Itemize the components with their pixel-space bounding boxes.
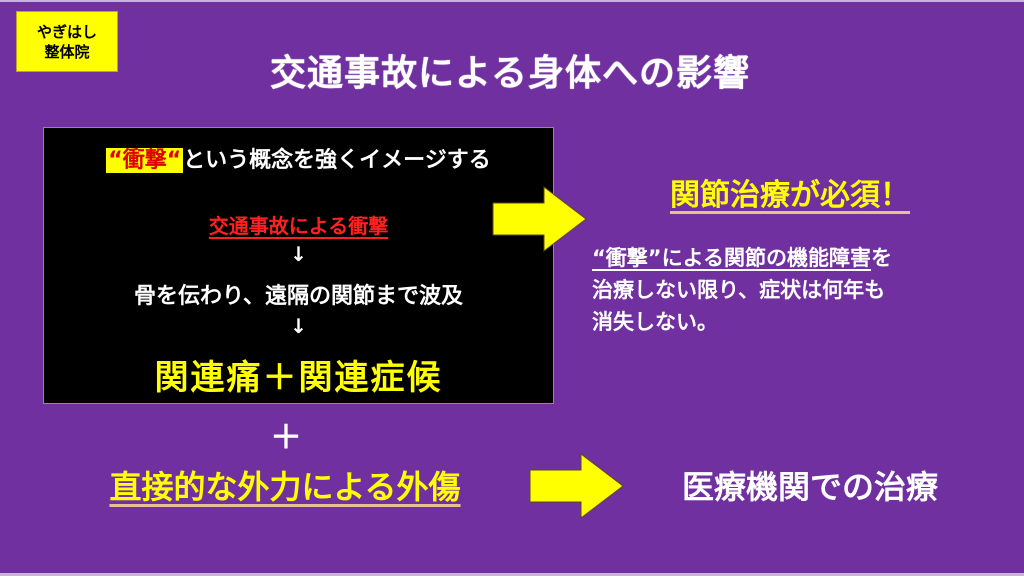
joint-treatment-heading: 関節治療が必須！: [600, 170, 980, 214]
medical-treatment-label: 医療機関での治療: [681, 468, 938, 506]
direct-trauma-label: 直接的な外力による外傷: [50, 462, 520, 508]
clinic-logo-badge: やぎはし 整体院: [16, 11, 118, 72]
impact-explanation-box: “衝撃“という概念を強くイメージする 交通事故による衝撃 ↓ 骨を伝わり、遠隔の…: [43, 127, 554, 404]
right-arrow-icon: [529, 453, 624, 519]
down-arrow-icon: ↓: [290, 242, 307, 266]
description-line-1: “衝撃”による関節の機能障害を: [592, 242, 1012, 274]
top-border: [0, 0, 1024, 2]
description-line-1-suffix: を: [870, 246, 892, 270]
impact-concept-text: という概念を強くイメージする: [183, 148, 491, 173]
propagation-line: 骨を伝わり、遠隔の関節まで波及: [133, 284, 464, 309]
down-arrow-icon: ↓: [290, 314, 307, 338]
joint-dysfunction-underlined: “衝撃”による関節の機能障害: [592, 246, 871, 270]
accident-impact-line: 交通事故による衝撃: [44, 210, 553, 239]
direct-trauma-text: 直接的な外力による外傷: [109, 468, 461, 506]
logo-line-1: やぎはし: [36, 22, 97, 41]
right-arrow-icon: [492, 186, 587, 252]
plus-sign: ＋: [269, 418, 302, 456]
description-line-3: 消失しない。: [592, 310, 718, 334]
joint-treatment-heading-text: 関節治療が必須！: [670, 178, 910, 213]
impact-concept-line: “衝撃“という概念を強くイメージする: [44, 142, 553, 174]
joint-treatment-description: “衝撃”による関節の機能障害を 治療しない限り、症状は何年も 消失しない。: [592, 242, 1012, 338]
slide-title: 交通事故による身体への影響: [270, 53, 750, 94]
referred-pain-line: 関連痛＋関連症候: [154, 358, 443, 398]
impact-keyword-highlight: “衝撃“: [106, 148, 184, 173]
accident-impact-text: 交通事故による衝撃: [208, 214, 389, 238]
bottom-border: [0, 573, 1024, 576]
description-line-2: 治療しない限り、症状は何年も: [592, 278, 886, 302]
logo-line-2: 整体院: [44, 42, 90, 61]
